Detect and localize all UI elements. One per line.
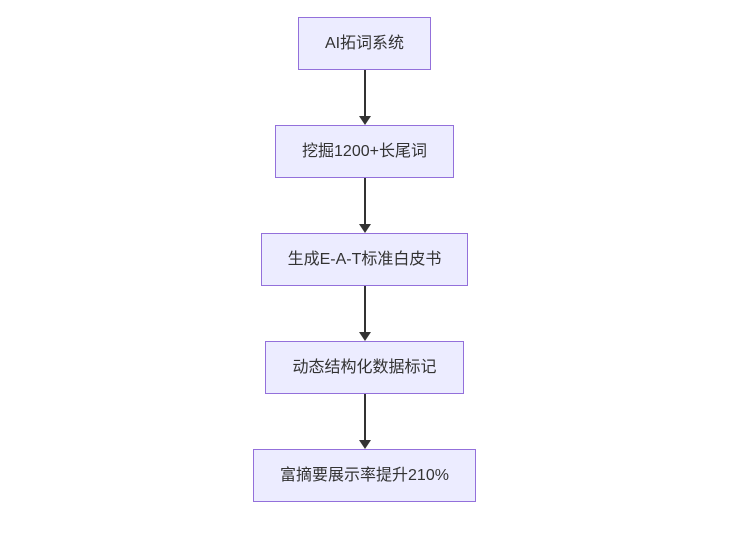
flow-node-ai-word-system: AI拓词系统 [297,17,432,70]
flow-node-label: 挖掘1200+长尾词 [302,142,427,160]
arrowhead-down-icon [358,224,371,233]
flow-arrow-1 [358,70,371,125]
flow-arrow-2 [358,178,371,233]
flow-node-longtail-mining: 挖掘1200+长尾词 [275,125,454,178]
flow-node-label: AI拓词系统 [324,34,405,52]
flow-node-label: 动态结构化数据标记 [292,358,437,376]
arrow-line [363,394,366,441]
flow-node-label: 生成E-A-T标准白皮书 [287,250,442,268]
flow-arrow-4 [358,394,371,449]
arrow-line [363,178,366,225]
arrowhead-down-icon [358,440,371,449]
flow-node-label: 富摘要展示率提升210% [280,466,449,484]
arrow-line [363,70,366,117]
arrowhead-down-icon [358,116,371,125]
flow-node-rich-snippet-result: 富摘要展示率提升210% [253,449,476,502]
flow-arrow-3 [358,286,371,341]
flow-node-structured-data: 动态结构化数据标记 [265,341,464,394]
arrowhead-down-icon [358,332,371,341]
flow-node-eat-whitepaper: 生成E-A-T标准白皮书 [260,233,469,286]
arrow-line [363,286,366,333]
